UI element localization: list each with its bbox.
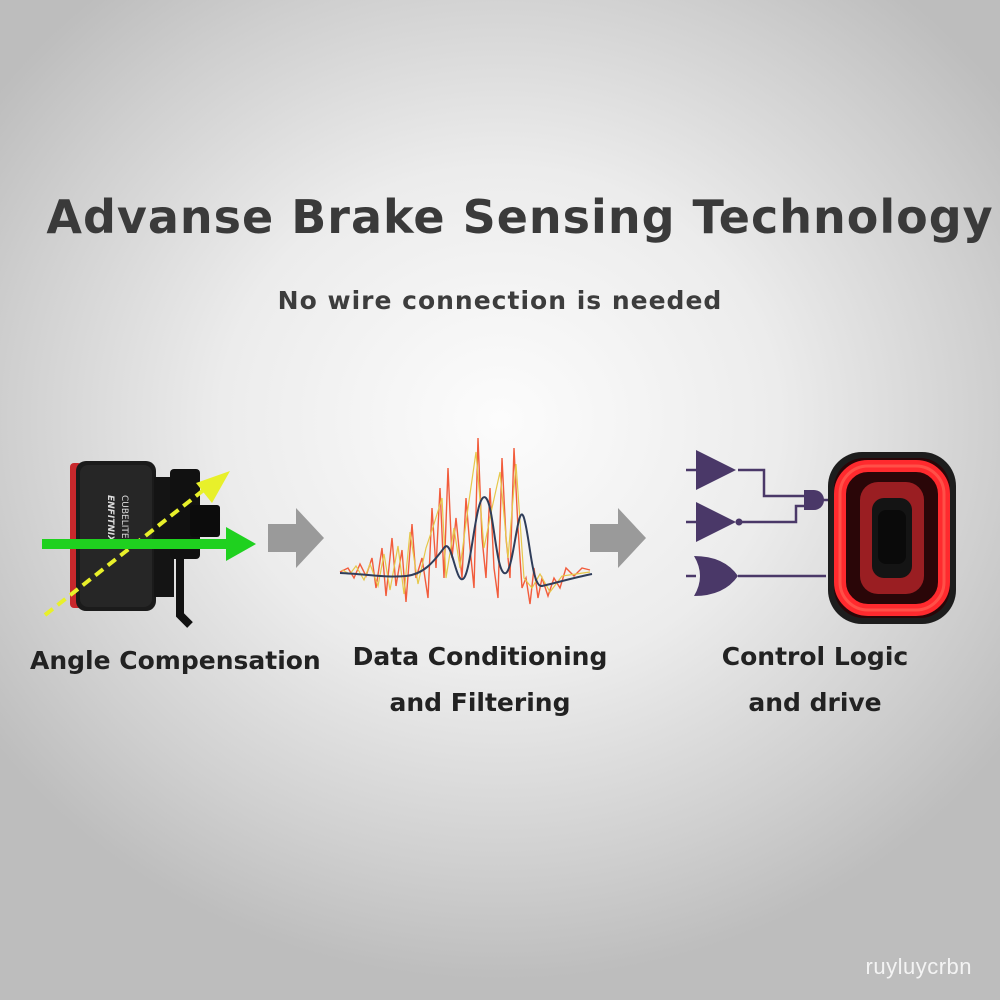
stage-label-line: and Filtering xyxy=(389,688,571,717)
stage-label-line: Control Logic xyxy=(721,642,909,671)
page-subtitle: No wire connection is needed xyxy=(277,286,723,315)
flow-arrow-icon xyxy=(590,508,646,568)
watermark-text: ruyluycrbn xyxy=(865,954,972,979)
tail-light-side-view-icon: ENFITNIX CUBELITE II xyxy=(42,461,256,628)
stage-label-control-logic: Control Logic and drive xyxy=(700,634,930,726)
stage-label-angle-compensation: Angle Compensation xyxy=(30,638,321,684)
stage-label-data-conditioning: Data Conditioning and Filtering xyxy=(340,634,620,726)
flow-arrow-icon xyxy=(268,508,324,568)
buffer-gate-1 xyxy=(696,450,736,490)
or-gate xyxy=(694,556,738,596)
logic-gates-icon xyxy=(686,450,956,624)
stage-label-line: Data Conditioning xyxy=(352,642,608,671)
buffer-gate-2 xyxy=(696,502,736,542)
tail-light-front-icon xyxy=(828,452,956,624)
device-model-text: CUBELITE II xyxy=(119,495,129,547)
page-title: Advanse Brake Sensing Technology xyxy=(46,190,994,244)
stage-label-line: and drive xyxy=(748,688,882,717)
device-brand-text: ENFITNIX xyxy=(105,495,115,543)
stage-label-line: Angle Compensation xyxy=(30,646,321,675)
signal-waveform-icon xyxy=(339,437,593,605)
